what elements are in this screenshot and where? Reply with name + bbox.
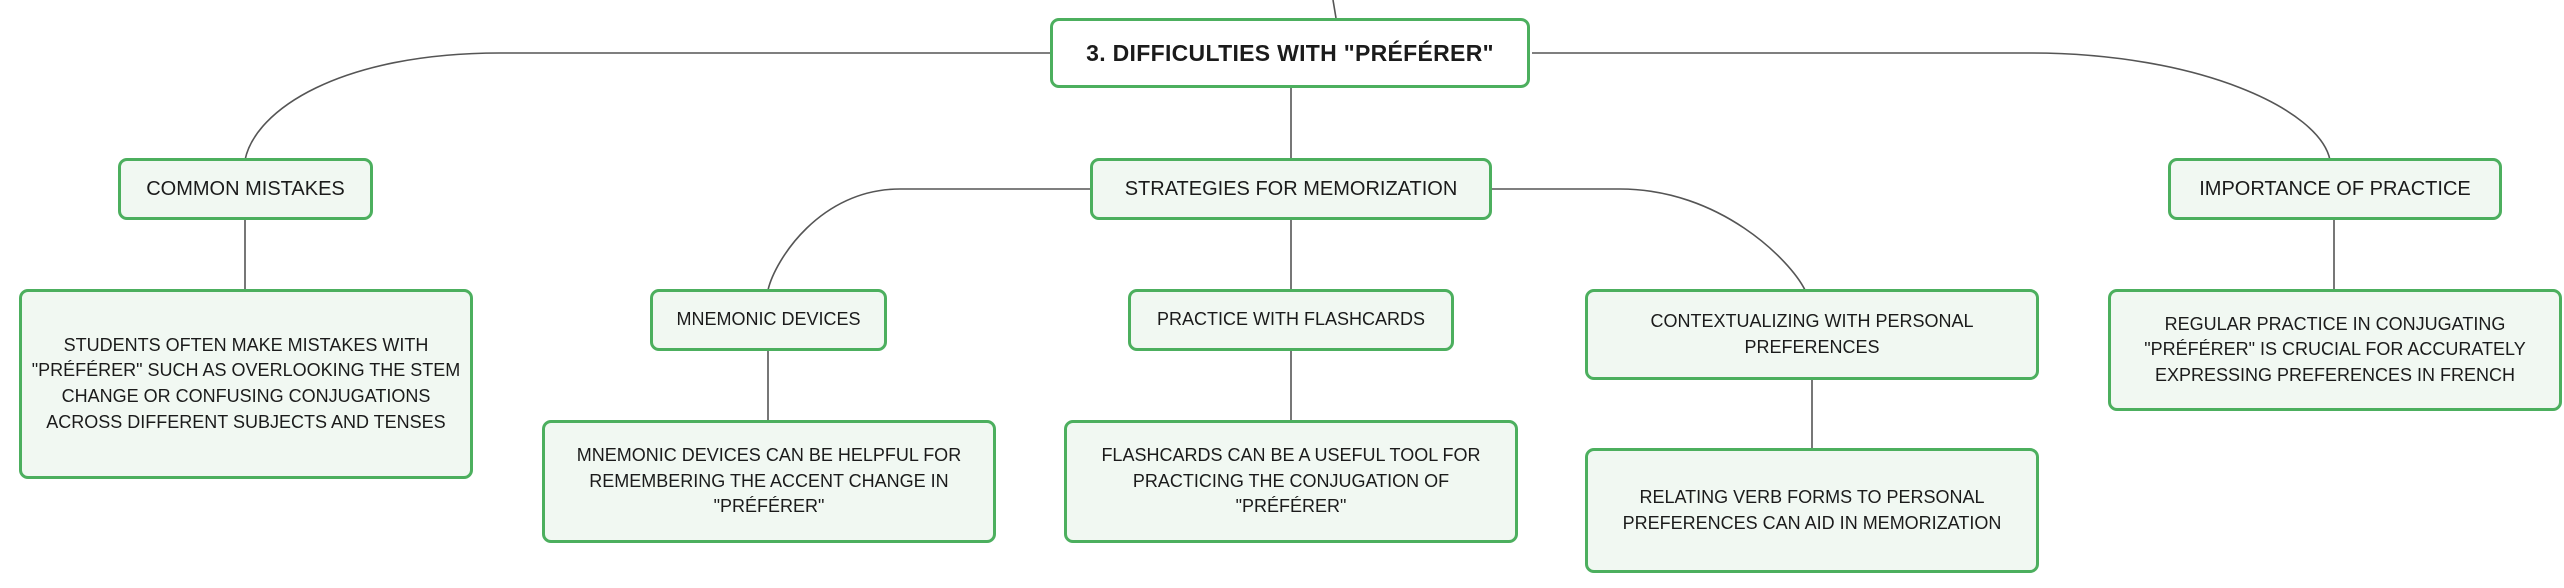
- common-mistakes-label: COMMON MISTAKES: [146, 177, 345, 200]
- connector-root-importance: [1532, 52, 2331, 161]
- mnemonic-devices-node[interactable]: MNEMONIC DEVICES: [650, 289, 887, 351]
- connector-strategies-mnemonic: [767, 188, 1091, 291]
- flashcards-label: PRACTICE WITH FLASHCARDS: [1156, 309, 1426, 330]
- connector-root-common-mistakes: [244, 52, 1053, 161]
- contextualizing-node[interactable]: CONTEXTUALIZING WITH PERSONAL PREFERENCE…: [1585, 289, 2039, 380]
- connector-parent-root: [1332, 0, 1337, 19]
- importance-detail-text: REGULAR PRACTICE IN CONJUGATING "PRÉFÉRE…: [2144, 313, 2526, 385]
- common-mistakes-detail-text: STUDENTS OFTEN MAKE MISTAKES WITH "PRÉFÉ…: [31, 334, 461, 432]
- strategies-label: STRATEGIES FOR MEMORIZATION: [1124, 177, 1458, 200]
- mnemonic-devices-label: MNEMONIC DEVICES: [676, 309, 861, 330]
- importance-detail-node[interactable]: REGULAR PRACTICE IN CONJUGATING "PRÉFÉRE…: [2108, 289, 2562, 411]
- importance-node[interactable]: IMPORTANCE OF PRACTICE: [2168, 158, 2502, 220]
- flashcards-detail-text: FLASHCARDS CAN BE A USEFUL TOOL FOR PRAC…: [1101, 445, 1481, 517]
- contextualizing-detail-text: RELATING VERB FORMS TO PERSONAL PREFEREN…: [1622, 486, 2002, 533]
- root-topic-label: 3. DIFFICULTIES WITH "PRÉFÉRER": [1086, 39, 1494, 66]
- contextualizing-detail-node[interactable]: RELATING VERB FORMS TO PERSONAL PREFEREN…: [1585, 448, 2039, 573]
- common-mistakes-detail-node[interactable]: STUDENTS OFTEN MAKE MISTAKES WITH "PRÉFÉ…: [19, 289, 473, 479]
- connector-strategies-contextualizing: [1490, 188, 1806, 291]
- flashcards-detail-node[interactable]: FLASHCARDS CAN BE A USEFUL TOOL FOR PRAC…: [1064, 420, 1518, 543]
- root-topic-node[interactable]: 3. DIFFICULTIES WITH "PRÉFÉRER": [1050, 18, 1530, 88]
- contextualizing-label: CONTEXTUALIZING WITH PERSONAL PREFERENCE…: [1650, 310, 1974, 357]
- importance-label: IMPORTANCE OF PRACTICE: [2199, 177, 2471, 200]
- mnemonic-devices-detail-node[interactable]: MNEMONIC DEVICES CAN BE HELPFUL FOR REME…: [542, 420, 996, 543]
- mnemonic-devices-detail-text: MNEMONIC DEVICES CAN BE HELPFUL FOR REME…: [576, 445, 962, 517]
- common-mistakes-node[interactable]: COMMON MISTAKES: [118, 158, 373, 220]
- strategies-node[interactable]: STRATEGIES FOR MEMORIZATION: [1090, 158, 1492, 220]
- flashcards-node[interactable]: PRACTICE WITH FLASHCARDS: [1128, 289, 1454, 351]
